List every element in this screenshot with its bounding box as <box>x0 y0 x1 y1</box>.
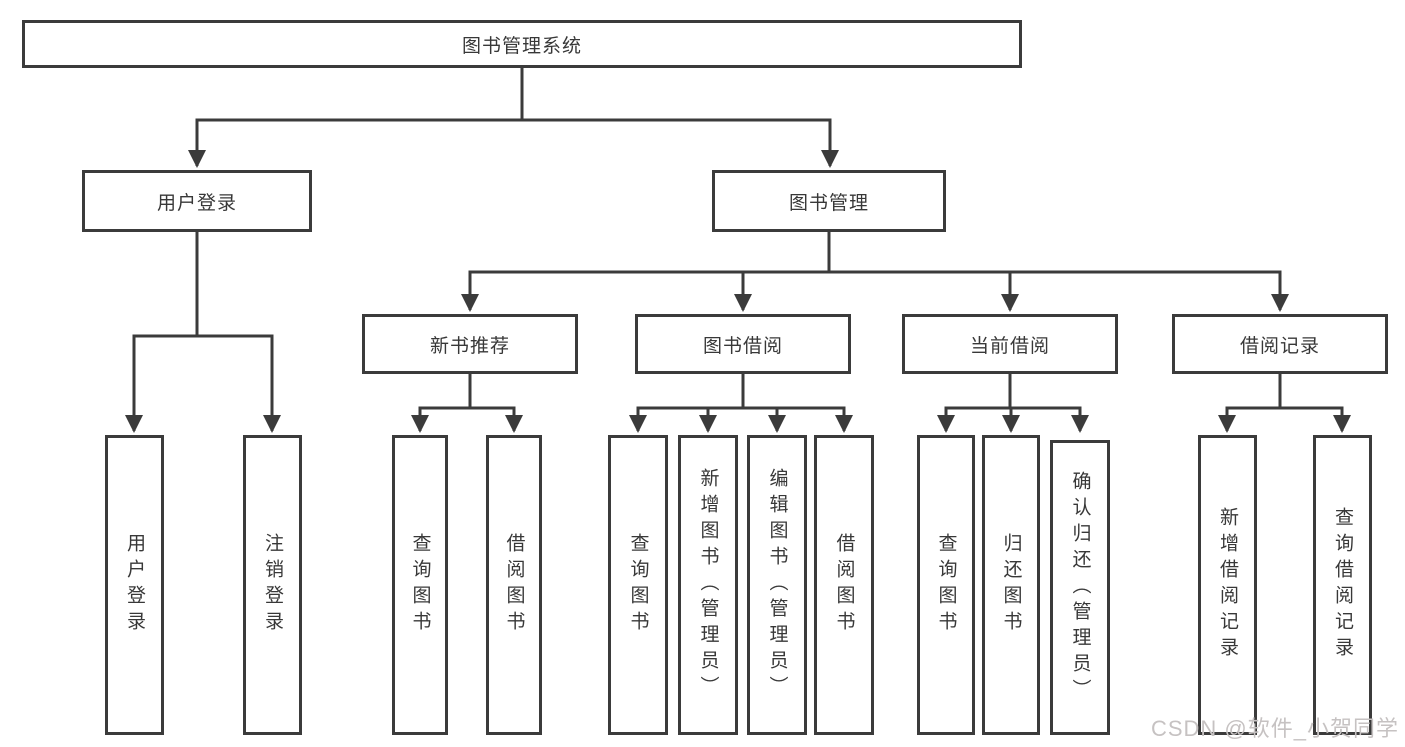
leaf-user-login-label: 用户登录 <box>124 533 145 637</box>
leaf-newbook-query: 查询图书 <box>392 435 448 735</box>
leaf-logout: 注销登录 <box>243 435 302 735</box>
leaf-current-confirm: 确认归还（管理员） <box>1050 440 1110 735</box>
node-root-label: 图书管理系统 <box>461 35 582 57</box>
node-user-login-label: 用户登录 <box>156 192 237 214</box>
node-book-borrow: 图书借阅 <box>635 314 851 374</box>
node-borrow-record-label: 借阅记录 <box>1239 335 1320 357</box>
node-book-management: 图书管理 <box>712 170 946 232</box>
leaf-record-query-label: 查询借阅记录 <box>1332 507 1353 663</box>
leaf-record-query: 查询借阅记录 <box>1313 435 1372 735</box>
leaf-logout-label: 注销登录 <box>262 533 283 637</box>
leaf-record-add: 新增借阅记录 <box>1198 435 1257 735</box>
node-current-borrow-label: 当前借阅 <box>969 335 1050 357</box>
leaf-newbook-query-label: 查询图书 <box>409 533 431 637</box>
node-root: 图书管理系统 <box>22 20 1022 68</box>
leaf-newbook-borrow: 借阅图书 <box>486 435 542 735</box>
node-borrow-record: 借阅记录 <box>1172 314 1388 374</box>
node-book-management-label: 图书管理 <box>788 192 869 214</box>
leaf-borrow-edit: 编辑图书（管理员） <box>747 435 807 735</box>
leaf-borrow-borrow-label: 借阅图书 <box>833 533 855 637</box>
leaf-current-query: 查询图书 <box>917 435 975 735</box>
leaf-newbook-borrow-label: 借阅图书 <box>503 533 525 637</box>
csdn-watermark: CSDN @软件_小贺同学 <box>1150 716 1399 741</box>
leaf-current-return: 归还图书 <box>982 435 1040 735</box>
leaf-current-return-label: 归还图书 <box>1000 533 1022 637</box>
node-current-borrow: 当前借阅 <box>902 314 1118 374</box>
leaf-current-confirm-label: 确认归还（管理员） <box>1069 470 1091 705</box>
leaf-borrow-add-label: 新增图书（管理员） <box>697 468 719 702</box>
leaf-borrow-borrow: 借阅图书 <box>814 435 874 735</box>
leaf-borrow-query: 查询图书 <box>608 435 668 735</box>
node-book-borrow-label: 图书借阅 <box>702 335 783 357</box>
leaf-borrow-query-label: 查询图书 <box>627 533 649 637</box>
node-new-book-recommend-label: 新书推荐 <box>429 335 510 357</box>
node-user-login: 用户登录 <box>82 170 312 232</box>
node-new-book-recommend: 新书推荐 <box>362 314 578 374</box>
leaf-borrow-add: 新增图书（管理员） <box>678 435 738 735</box>
leaf-record-add-label: 新增借阅记录 <box>1217 507 1238 663</box>
leaf-user-login: 用户登录 <box>105 435 164 735</box>
leaf-current-query-label: 查询图书 <box>935 533 957 637</box>
leaf-borrow-edit-label: 编辑图书（管理员） <box>766 468 788 702</box>
